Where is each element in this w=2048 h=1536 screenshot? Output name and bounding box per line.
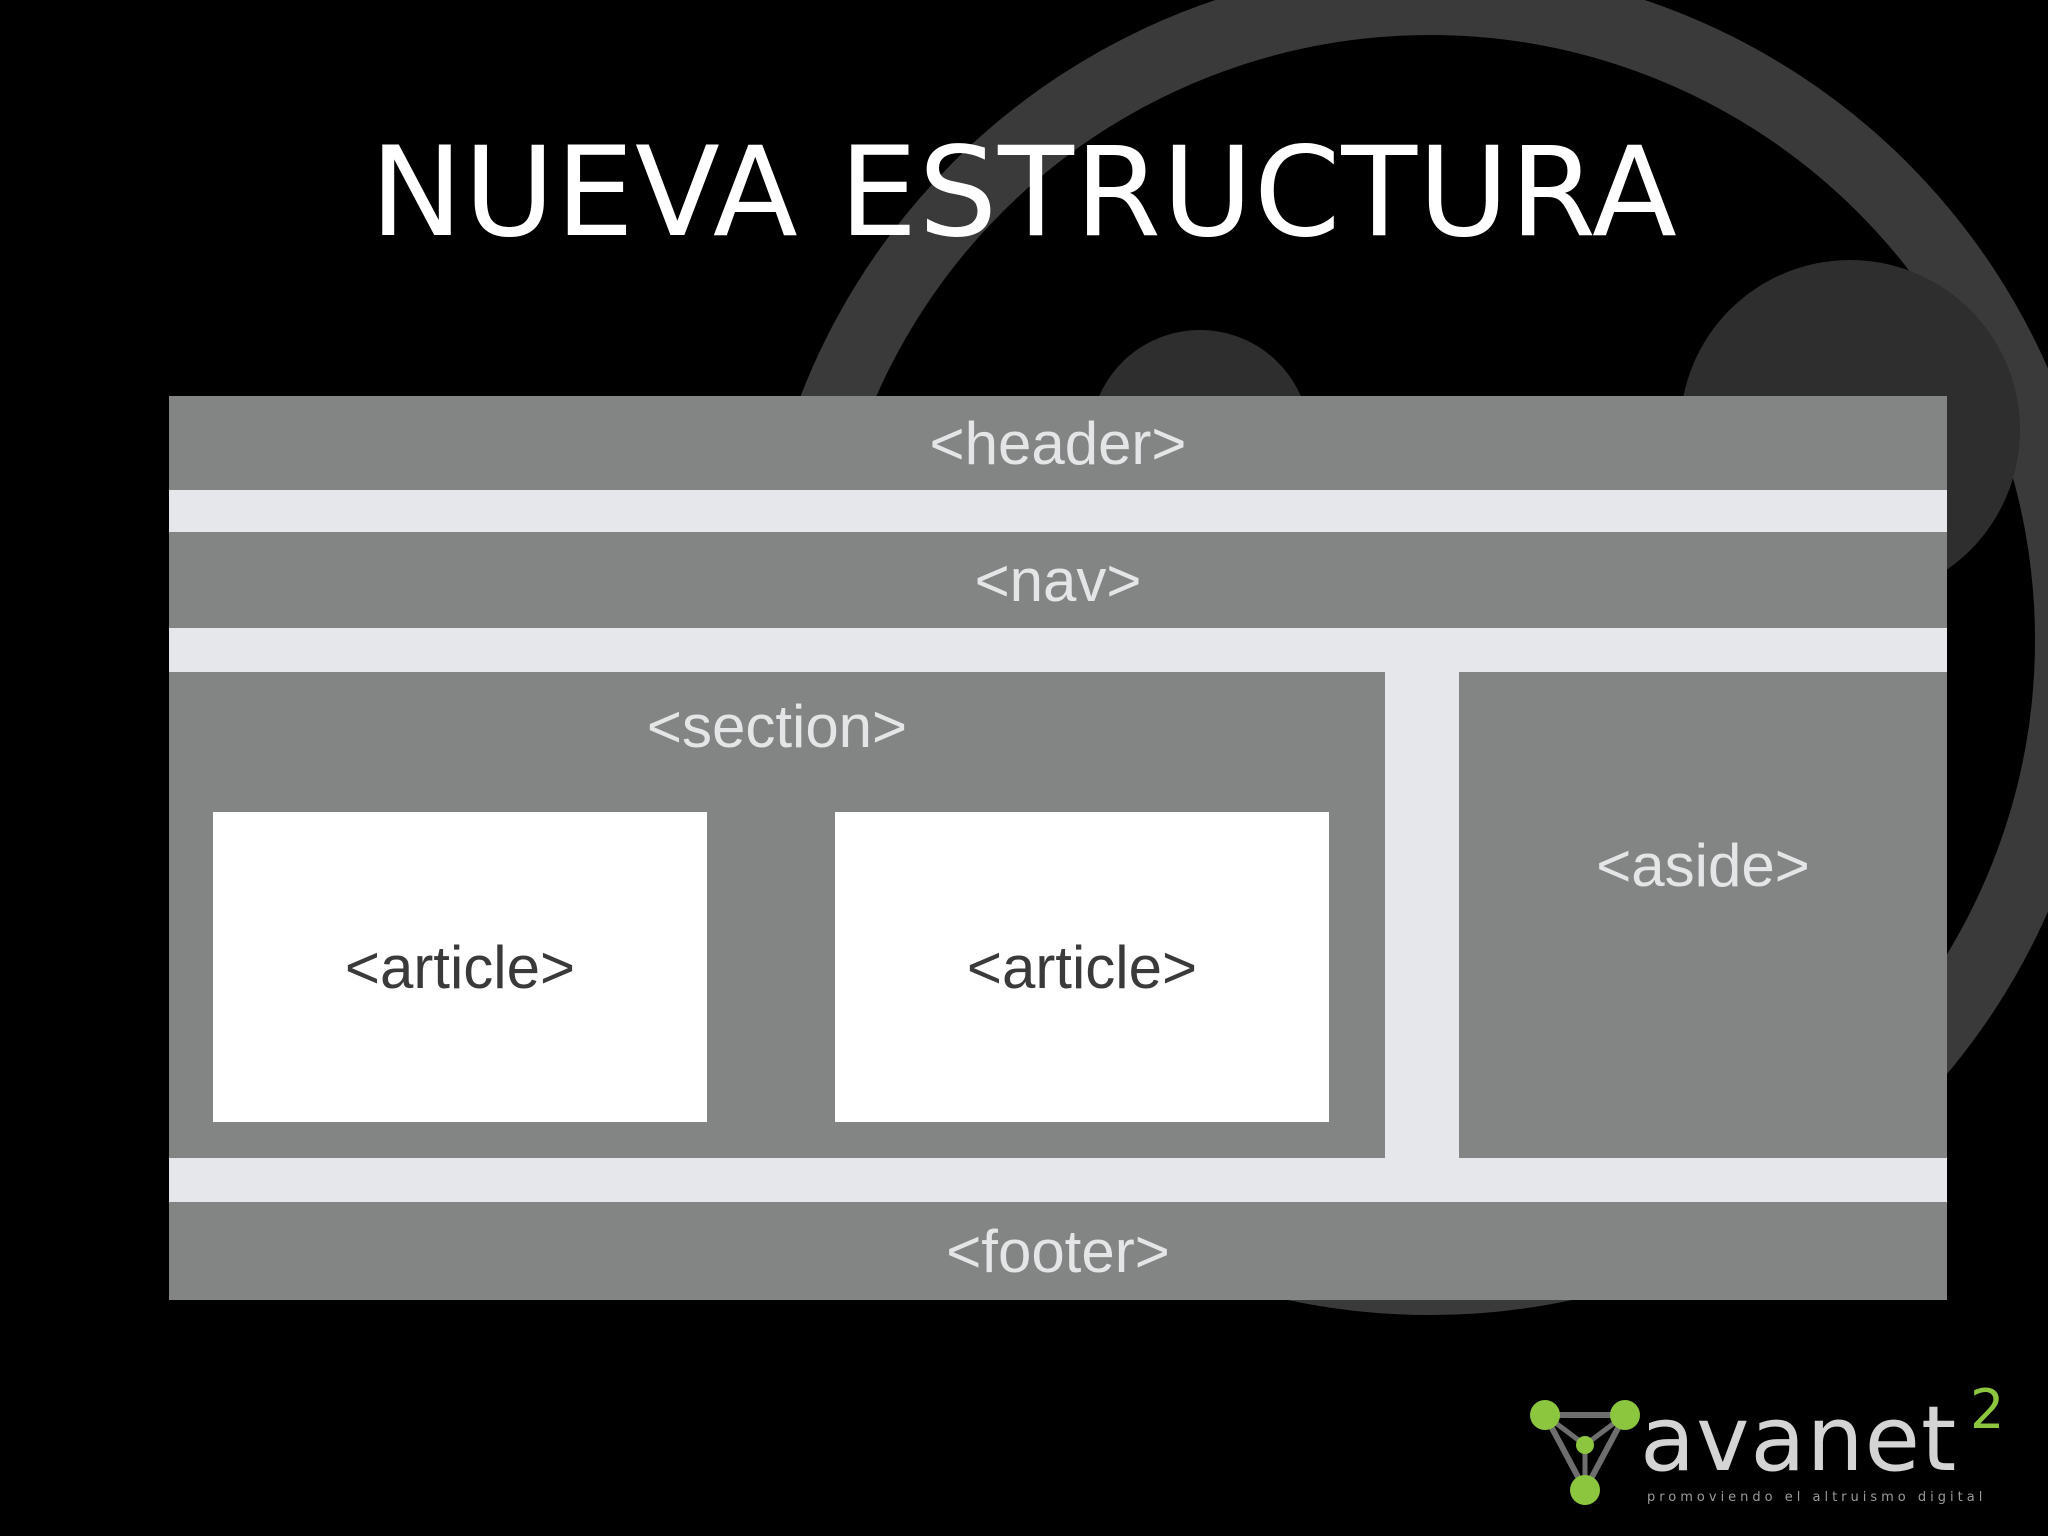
header-label: <header> [929,409,1187,477]
aside-label: <aside> [1596,831,1810,899]
article-label-2: <article> [966,933,1198,1001]
aside-block: <aside> [1459,672,1947,1158]
nav-label: <nav> [974,546,1142,614]
logo-superscript: 2 [1970,1378,2005,1441]
nav-block: <nav> [169,532,1947,628]
section-block: <section> <article> <article> [169,672,1385,1158]
logo-wordmark: avanet [1640,1387,1958,1492]
article-block-2: <article> [835,812,1329,1122]
footer-label: <footer> [946,1217,1170,1285]
avanet-logo: avanet 2 promoviendo el altruismo digita… [1525,1380,2025,1510]
footer-block: <footer> [169,1202,1947,1300]
html5-structure-diagram: <header> <nav> <section> <article> <arti… [169,396,1947,1300]
section-label: <section> [646,693,908,760]
header-block: <header> [169,396,1947,490]
article-label-1: <article> [344,933,576,1001]
logo-tagline: promoviendo el altruismo digital [1647,1490,1987,1505]
article-block-1: <article> [213,812,707,1122]
molecule-logo-icon [1530,1400,1640,1505]
slide-title: NUEVA ESTRUCTURA [370,121,1678,265]
